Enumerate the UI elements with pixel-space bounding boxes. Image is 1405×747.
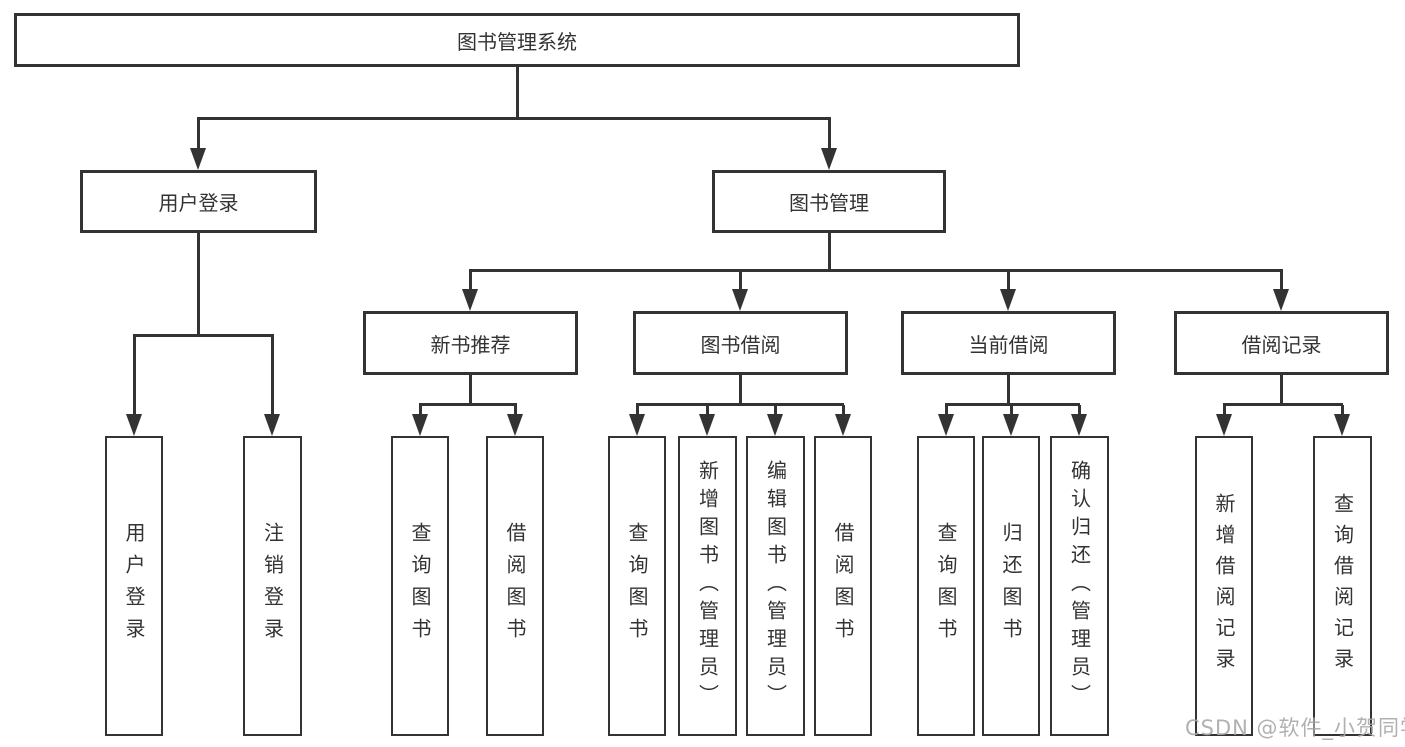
connector-drop [945,405,948,416]
connector-drop [1280,271,1283,290]
arrow-down-icon [1071,414,1087,436]
connector-hline [945,403,1080,406]
connector-hline [419,403,517,406]
connector-hline [636,403,844,406]
connector-drop [842,405,845,416]
connector-hline [133,334,274,337]
arrow-down-icon [507,414,523,436]
arrow-down-icon [699,414,715,436]
node-label: 查询图书 [934,522,958,650]
leaf-logout: 注销登录 [243,436,302,736]
node-label: 查询图书 [408,522,432,650]
node-label: 归还图书 [999,522,1023,650]
connector-drop [739,271,742,290]
node-label: 新增图书（管理员） [695,460,720,712]
connector-stem [828,233,831,271]
node-label: 借阅图书 [831,522,855,650]
connector-stem [739,375,742,405]
arrow-down-icon [629,414,645,436]
watermark: CSDN @软件_小贺同学 [1185,716,1405,740]
arrow-down-icon [767,414,783,436]
connector-drop [1078,405,1081,416]
connector-drop [774,405,777,416]
leaf-query-books-borrowing: 查询图书 [608,436,666,736]
node-book-borrowing: 图书借阅 [633,311,848,375]
node-label: 用户登录 [158,191,239,215]
connector-drop [1010,405,1013,416]
connector-stem [1280,375,1283,405]
node-label: 借阅图书 [503,522,527,650]
arrow-down-icon [1216,414,1232,436]
connector-drop [133,336,136,416]
node-new-book-recommendation: 新书推荐 [363,311,578,375]
leaf-confirm-return-admin: 确认归还（管理员） [1050,436,1109,736]
node-label: 当前借阅 [968,332,1049,357]
leaf-edit-book-admin: 编辑图书（管理员） [746,436,805,736]
node-label: 图书管理系统 [457,29,577,54]
connector-hline [469,269,1283,272]
connector-drop [514,405,517,416]
node-label: 查询借阅记录 [1330,493,1355,679]
connector-drop [706,405,709,416]
connector-drop [469,271,472,290]
arrow-down-icon [126,414,142,436]
node-label: 图书管理 [789,191,869,215]
node-label: 借阅记录 [1241,332,1322,357]
connector-drop [197,119,200,150]
node-book-management: 图书管理 [712,170,946,233]
leaf-add-book-admin: 新增图书（管理员） [678,436,737,736]
arrow-down-icon [1003,414,1019,436]
node-label: 编辑图书（管理员） [763,460,788,712]
leaf-borrow-books-borrowing: 借阅图书 [814,436,872,736]
arrow-down-icon [821,148,837,170]
arrow-down-icon [1334,414,1350,436]
leaf-query-books-recommend: 查询图书 [391,436,449,736]
node-label: 查询图书 [625,522,649,650]
connector-drop [828,119,831,150]
leaf-query-borrow-record: 查询借阅记录 [1313,436,1372,736]
arrow-down-icon [732,289,748,311]
arrow-down-icon [190,148,206,170]
arrow-down-icon [462,289,478,311]
leaf-return-books: 归还图书 [982,436,1040,736]
connector-hline [1223,403,1343,406]
node-label: 注销登录 [260,522,285,650]
node-current-borrowing: 当前借阅 [901,311,1116,375]
connector-drop [1223,405,1226,416]
node-user-login: 用户登录 [80,170,317,233]
connector-stem [197,233,200,336]
node-label: 用户登录 [122,522,146,650]
connector-drop [1007,271,1010,290]
connector-root-hline [197,117,831,120]
node-label: 图书借阅 [700,332,781,357]
connector-drop [419,405,422,416]
connector-root-stem [516,67,519,119]
leaf-borrow-books-recommend: 借阅图书 [486,436,544,736]
leaf-query-books-current: 查询图书 [917,436,975,736]
connector-drop [1341,405,1344,416]
arrow-down-icon [938,414,954,436]
connector-drop [636,405,639,416]
node-label: 确认归还（管理员） [1067,460,1092,712]
leaf-user-login: 用户登录 [105,436,163,736]
arrow-down-icon [1000,289,1016,311]
node-library-management-system: 图书管理系统 [14,13,1020,67]
node-label: 新增借阅记录 [1212,493,1236,679]
arrow-down-icon [264,414,280,436]
connector-drop [271,336,274,416]
node-borrowing-records: 借阅记录 [1174,311,1389,375]
leaf-add-borrow-record: 新增借阅记录 [1195,436,1253,736]
arrow-down-icon [412,414,428,436]
connector-stem [1007,375,1010,405]
arrow-down-icon [1273,289,1289,311]
arrow-down-icon [835,414,851,436]
node-label: 新书推荐 [430,332,511,357]
connector-stem [469,375,472,405]
